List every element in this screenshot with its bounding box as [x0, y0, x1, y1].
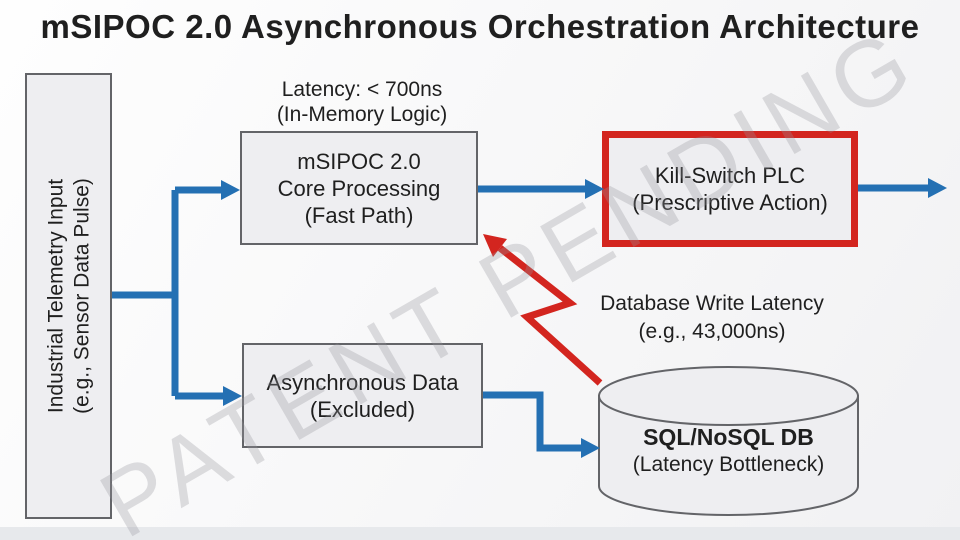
diagram-title: mSIPOC 2.0 Asynchronous Orchestration Ar… — [40, 8, 920, 45]
async-label-line1: Asynchronous Data — [266, 369, 459, 395]
db-write-latency-line2: (e.g., 43,000ns) — [638, 320, 786, 343]
core-label-line1: mSIPOC 2.0 — [297, 148, 421, 174]
killswitch-label-line1: Kill-Switch PLC — [654, 163, 806, 188]
bottom-edge-strip — [0, 527, 960, 540]
core-latency-line1: Latency: < 700ns — [281, 78, 443, 101]
node-asynchronous-data: Asynchronous Data (Excluded) — [242, 343, 483, 448]
node-industrial-telemetry-input-label: Industrial Telemetry Input (e.g., Sensor… — [25, 73, 112, 519]
arrow-async-to-db — [483, 391, 582, 452]
db-write-latency-annotation: Database Write Latency (e.g., 43,000ns) — [567, 290, 857, 346]
db-label-line2: (Latency Bottleneck) — [632, 453, 825, 476]
core-latency-annotation: Latency: < 700ns (In-Memory Logic) — [232, 77, 492, 127]
core-latency-line2: (In-Memory Logic) — [276, 103, 448, 126]
node-kill-switch-plc: Kill-Switch PLC (Prescriptive Action) — [602, 131, 858, 247]
killswitch-label-line2: (Prescriptive Action) — [632, 190, 828, 215]
async-label-line2: (Excluded) — [309, 396, 416, 422]
node-sql-nosql-db-label: SQL/NoSQL DB (Latency Bottleneck) — [599, 424, 858, 478]
input-label-line1: Industrial Telemetry Input — [43, 178, 67, 414]
db-label-line1: SQL/NoSQL DB — [643, 424, 814, 450]
input-label-line2: (e.g., Sensor Data Pulse) — [69, 178, 93, 414]
node-industrial-telemetry-input: Industrial Telemetry Input (e.g., Sensor… — [25, 73, 112, 519]
db-write-latency-line1: Database Write Latency — [600, 292, 824, 315]
core-label-line3: (Fast Path) — [304, 202, 414, 228]
node-core-processing: mSIPOC 2.0 Core Processing (Fast Path) — [240, 131, 478, 245]
core-label-line2: Core Processing — [277, 175, 441, 201]
